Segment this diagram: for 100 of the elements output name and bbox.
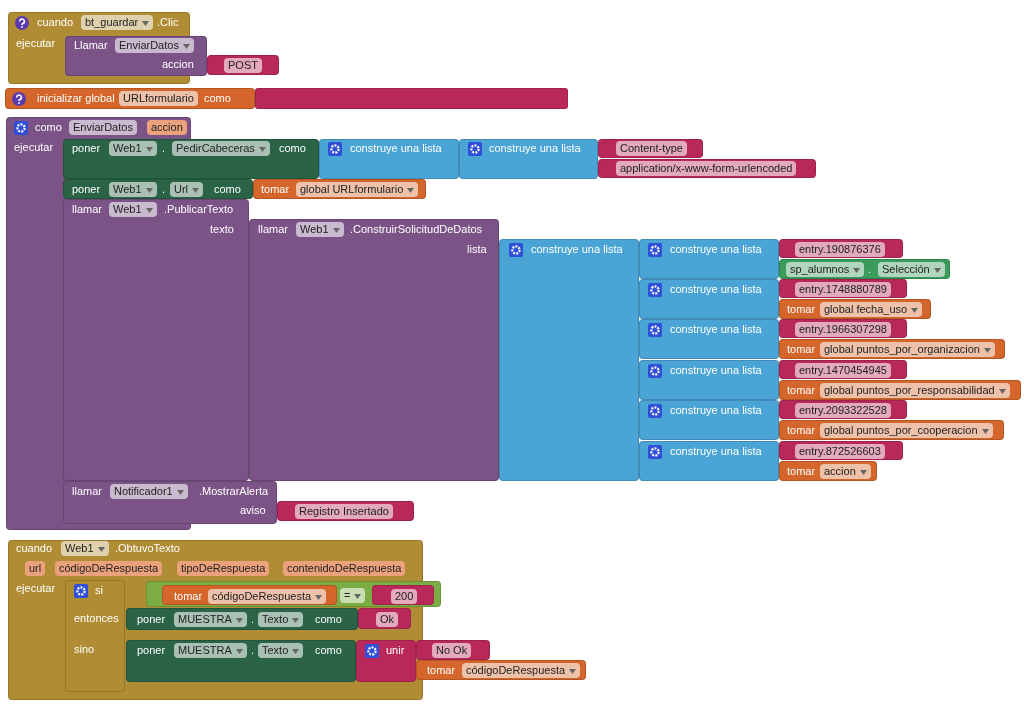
component-getter-block (779, 259, 950, 279)
method-call-block (249, 219, 499, 481)
getter-block (779, 299, 931, 319)
block-label: como (35, 120, 62, 135)
text-block (779, 441, 903, 460)
dropdown-field: global puntos_por_responsabilidad (820, 383, 1010, 398)
block-label: tomar (787, 423, 816, 438)
block-label: llamar (72, 202, 102, 217)
getter-block (162, 585, 337, 605)
list-block (639, 239, 779, 279)
value-field: entry.2093322528 (795, 403, 891, 418)
text-block (277, 501, 414, 521)
value-field: Content-type (616, 141, 687, 156)
value-field: application/x-www-form-urlencoded (616, 161, 797, 176)
compare-block (146, 581, 441, 607)
join-block (356, 640, 416, 682)
getter-block (779, 420, 1004, 440)
text-block (372, 585, 434, 605)
dropdown-field: EnviarDatos (115, 38, 194, 53)
parameter-field: url (25, 561, 46, 576)
getter-block (779, 339, 1005, 359)
dropdown-field: sp_alumnos (786, 262, 865, 277)
getter-block (779, 380, 1021, 400)
text-block (779, 319, 907, 338)
block-label: tomar (787, 342, 816, 357)
global-variable-block (5, 88, 255, 109)
block-label: construye una lista (670, 363, 762, 378)
list-block (459, 139, 598, 179)
block-label: construye una lista (670, 322, 762, 337)
block-label: inicializar global (37, 91, 115, 106)
block-label: .ConstruirSolicitudDeDatos (350, 222, 483, 237)
setter-block (63, 179, 253, 199)
dropdown-field: Web1 (109, 182, 157, 197)
block-label: poner (137, 612, 166, 627)
list-block (639, 319, 779, 359)
dropdown-field: Selección (878, 262, 945, 277)
block-label: entonces (74, 611, 119, 626)
block-label: como (214, 182, 241, 197)
setter-block (63, 139, 319, 179)
list-block (639, 360, 779, 400)
dropdown-field: global URLformulario (296, 182, 419, 197)
block-label: llamar (258, 222, 288, 237)
block-label: cuando (16, 541, 53, 556)
block-label: . (868, 262, 872, 277)
dropdown-field: códigoDeRespuesta (462, 663, 581, 678)
block-label: como (279, 141, 306, 156)
block-label: construye una lista (350, 141, 442, 156)
list-block (499, 239, 639, 481)
text-block (207, 55, 279, 75)
value-field: entry.872526603 (795, 444, 885, 459)
dropdown-field: global fecha_uso (820, 302, 923, 317)
block-label: lista (467, 242, 487, 257)
block-label: construye una lista (670, 242, 762, 257)
text-block (255, 88, 568, 109)
block-label: construye una lista (531, 242, 623, 257)
value-field: entry.1966307298 (795, 322, 891, 337)
text-block (779, 239, 903, 258)
text-block (779, 400, 907, 419)
block-label: ejecutar (16, 581, 56, 596)
list-block (639, 441, 779, 481)
dropdown-field: Texto (258, 643, 304, 658)
text-block (779, 360, 907, 379)
dropdown-field: MUESTRA (174, 612, 247, 627)
dropdown-field: MUESTRA (174, 643, 247, 658)
block-label: llamar (72, 484, 102, 499)
dropdown-field: Notificador1 (110, 484, 188, 499)
block-label: poner (72, 141, 101, 156)
block-label: construye una lista (670, 282, 762, 297)
block-label: aviso (240, 503, 266, 518)
value-field: entry.190876376 (795, 242, 885, 257)
block-label: tomar (261, 182, 290, 197)
block-label: poner (137, 643, 166, 658)
block-label: construye una lista (670, 444, 762, 459)
block-label: .Clic (157, 15, 179, 30)
value-field: URLformulario (119, 91, 198, 106)
parameter-field: códigoDeRespuesta (55, 561, 163, 576)
block-label: tomar (787, 302, 816, 317)
block-label: tomar (787, 383, 816, 398)
dropdown-field: global puntos_por_cooperacion (820, 423, 993, 438)
dropdown-field: Web1 (109, 202, 157, 217)
block-label: cuando (37, 15, 74, 30)
block-label: . (162, 141, 166, 156)
block-label: ejecutar (16, 36, 56, 51)
getter-block (253, 179, 426, 199)
procedure-call-block (65, 36, 207, 76)
block-label: . (251, 612, 255, 627)
setter-block (126, 640, 356, 682)
block-label: como (315, 643, 342, 658)
dropdown-field: Url (170, 182, 204, 197)
parameter-field: contenidoDeRespuesta (283, 561, 406, 576)
dropdown-field: códigoDeRespuesta (208, 589, 327, 604)
if-block (65, 580, 125, 692)
block-label: ejecutar (14, 140, 54, 155)
dropdown-field: Web1 (61, 541, 109, 556)
dropdown-field: Web1 (109, 141, 157, 156)
value-field: entry.1748880789 (795, 282, 891, 297)
value-field: No Ok (432, 643, 472, 658)
block-label: .PublicarTexto (164, 202, 234, 217)
text-block (416, 640, 490, 660)
value-field: Registro Insertado (295, 504, 393, 519)
